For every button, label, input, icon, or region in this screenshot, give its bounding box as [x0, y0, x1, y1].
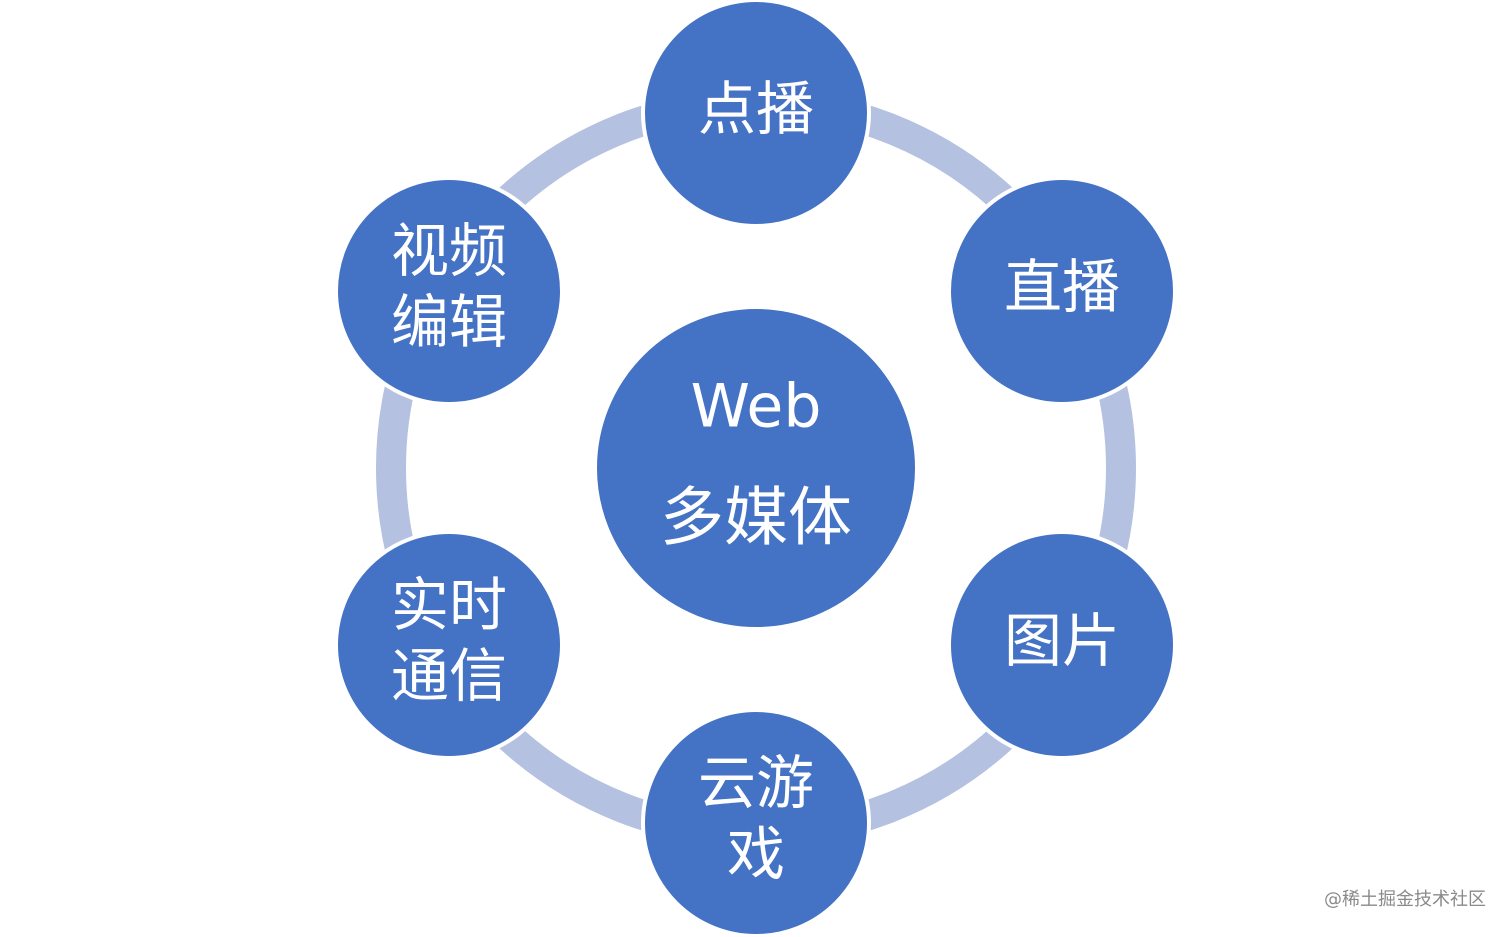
- node-image: 图片: [947, 530, 1177, 760]
- node-cloud-gaming: 云游 戏: [641, 708, 871, 937]
- node-live: 直播: [947, 176, 1177, 406]
- center-node-title: Web: [691, 372, 822, 442]
- center-node-circle: [593, 305, 919, 631]
- node-video-editing-circle: [334, 176, 564, 406]
- node-image-label: 图片: [1004, 607, 1120, 675]
- center-node-subtitle: 多媒体: [660, 482, 852, 556]
- node-rtc: 实时 通信: [334, 530, 564, 760]
- watermark-text: @稀土掘金技术社区: [1324, 889, 1486, 910]
- node-cloud-gaming-circle: [641, 708, 871, 937]
- node-cloud-gaming-label-line2: 戏: [727, 820, 785, 888]
- node-vod-circle: [641, 0, 871, 228]
- node-live-circle: [947, 176, 1177, 406]
- node-image-circle: [947, 530, 1177, 760]
- node-video-editing-label-line2: 编辑: [391, 288, 507, 356]
- node-video-editing: 视频 编辑: [334, 176, 564, 406]
- node-vod: 点播: [641, 0, 871, 228]
- node-live-label: 直播: [1004, 253, 1120, 321]
- node-cloud-gaming-label-line1: 云游: [698, 749, 814, 817]
- center-node: Web 多媒体: [593, 305, 919, 631]
- node-rtc-circle: [334, 530, 564, 760]
- node-rtc-label-line2: 通信: [391, 642, 507, 710]
- node-rtc-label-line1: 实时: [391, 571, 507, 639]
- node-video-editing-label-line1: 视频: [391, 217, 507, 285]
- node-vod-label: 点播: [698, 75, 814, 143]
